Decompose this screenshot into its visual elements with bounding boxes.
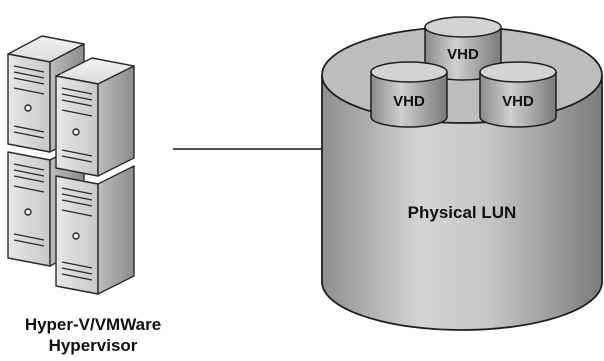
vhd-label: VHD <box>502 93 534 110</box>
vhd-label: VHD <box>447 46 479 63</box>
server-front-bottom-icon <box>55 165 135 295</box>
server-cluster-icon <box>7 35 135 295</box>
server-front-top-icon <box>55 57 135 177</box>
hypervisor-caption: Hyper-V/VMWare Hypervisor <box>0 314 186 356</box>
vhd-disk-icon <box>370 61 448 128</box>
vhd-disk-icon <box>479 61 557 128</box>
vhd-label: VHD <box>393 93 425 110</box>
physical-lun-label: Physical LUN <box>408 203 517 222</box>
hypervisor-label-line1: Hyper-V/VMWare <box>24 315 162 334</box>
hypervisor-label-line2: Hypervisor <box>48 336 138 355</box>
